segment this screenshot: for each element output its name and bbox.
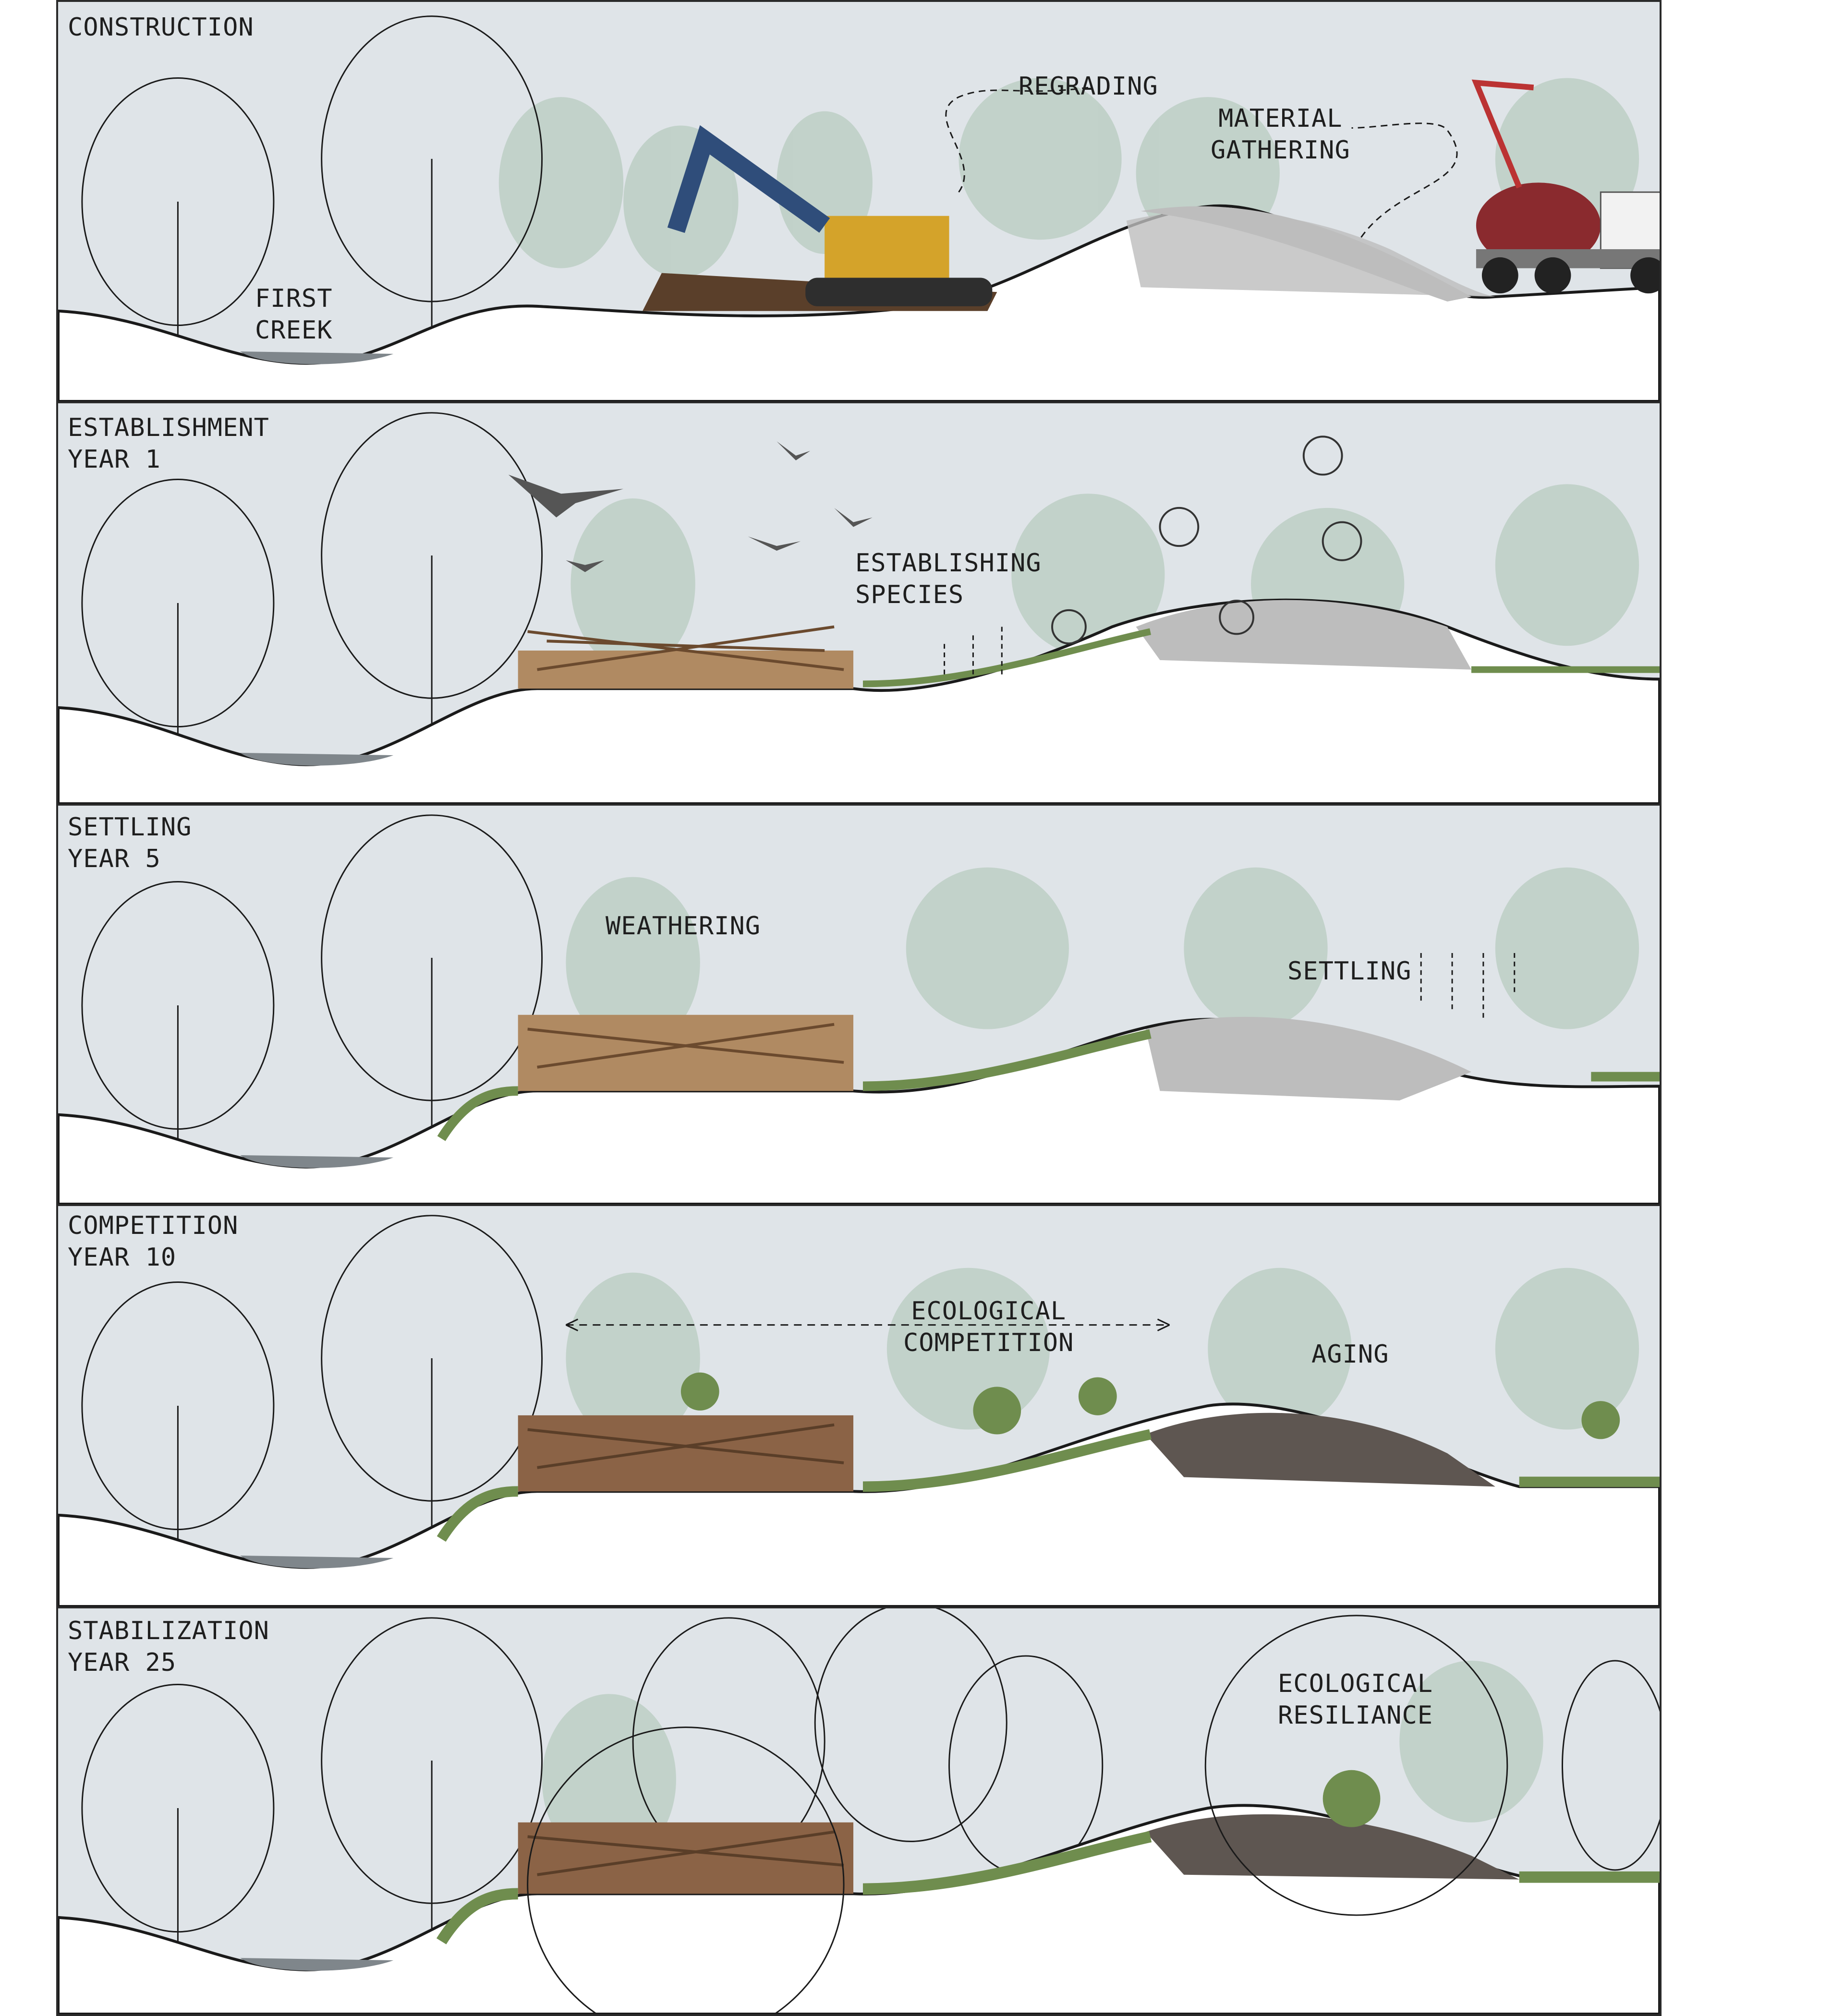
panel-stabilization: STABILIZATION YEAR 25 ECOLOGICAL RESILIA… xyxy=(56,1606,1662,2016)
log-pile xyxy=(518,1415,854,1492)
panel-construction: CONSTRUCTION FIRST CREEK REGRADING MATER… xyxy=(56,0,1662,403)
tree-outline-icon xyxy=(81,15,543,335)
tree-outline-icon xyxy=(81,412,543,736)
panel-establishment: ESTABLISHMENT YEAR 1 ESTABLISHING SPECIE… xyxy=(56,401,1662,806)
stage-year: YEAR 10 xyxy=(68,1243,177,1272)
panel-settling: SETTLING YEAR 5 WEATHERING SETTLING xyxy=(56,804,1662,1206)
focus-circle xyxy=(527,1726,845,2014)
label-settling: SETTLING xyxy=(1287,957,1412,986)
stage-title: ESTABLISHMENT xyxy=(68,413,269,442)
label-regrading: REGRADING xyxy=(1019,72,1158,101)
log-pile xyxy=(518,1822,854,1894)
label-first-creek: FIRST CREEK xyxy=(255,284,333,345)
label-weathering: WEATHERING xyxy=(606,912,761,941)
section-illustration xyxy=(58,403,1660,804)
section-illustration xyxy=(58,2,1660,401)
stage-title: STABILIZATION xyxy=(68,1617,269,1645)
label-ecological-competition: ECOLOGICAL COMPETITION xyxy=(903,1297,1074,1357)
tree-outline-icon xyxy=(81,1215,543,1539)
label-aging: AGING xyxy=(1311,1340,1389,1369)
log-pile xyxy=(518,651,854,689)
concrete-truck-icon xyxy=(1471,79,1660,294)
seed-icon xyxy=(1051,435,1362,645)
stage-year: YEAR 5 xyxy=(68,845,161,873)
sapling-icon xyxy=(680,1372,1620,1439)
stage-title: SETTLING xyxy=(68,813,192,842)
stage-year: YEAR 25 xyxy=(68,1648,177,1677)
stage-title: CONSTRUCTION xyxy=(68,13,254,42)
tree-outline-icon xyxy=(81,814,543,1139)
label-material-gathering: MATERIAL GATHERING xyxy=(1211,104,1350,165)
label-ecological-resiliance: ECOLOGICAL RESILIANCE xyxy=(1278,1669,1433,1730)
excavator-icon xyxy=(643,125,997,311)
section-illustration xyxy=(58,1608,1660,2014)
log-pile xyxy=(518,1014,854,1091)
focus-circle xyxy=(1204,1615,1508,1916)
stage-title: COMPETITION xyxy=(68,1211,239,1240)
section-illustration xyxy=(58,806,1660,1204)
section-illustration xyxy=(58,1206,1660,1606)
panel-competition: COMPETITION YEAR 10 ECOLOGICAL COMPETITI… xyxy=(56,1204,1662,1608)
stage-year: YEAR 1 xyxy=(68,445,161,474)
label-establishing-species: ESTABLISHING SPECIES xyxy=(855,549,1042,609)
